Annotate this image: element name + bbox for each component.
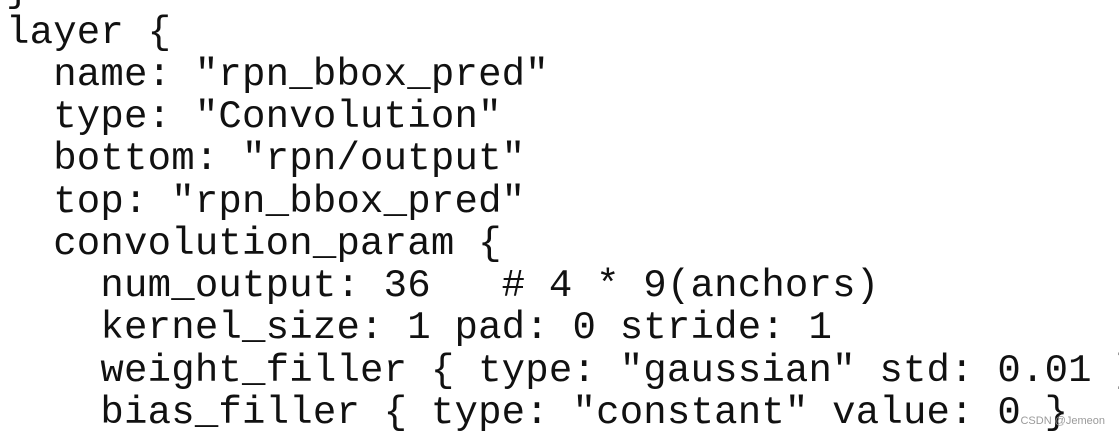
code-line: num_output: 36 # 4 * 9(anchors) [6, 264, 880, 308]
code-line: convolution_param { [6, 222, 502, 266]
code-line: bottom: "rpn/output" [6, 137, 526, 181]
code-line: } [6, 0, 30, 12]
watermark: CSDN @Jemeon [1020, 415, 1105, 427]
code-line: weight_filler { type: "gaussian" std: 0.… [6, 349, 1119, 393]
code-line: type: "Convolution" [6, 95, 502, 139]
code-line: name: "rpn_bbox_pred" [6, 53, 549, 97]
code-line: bias_filler { type: "constant" value: 0 … [6, 391, 1069, 435]
code-line: layer { [6, 11, 172, 55]
code-line: top: "rpn_bbox_pred" [6, 180, 526, 224]
code-line: kernel_size: 1 pad: 0 stride: 1 [6, 306, 833, 350]
